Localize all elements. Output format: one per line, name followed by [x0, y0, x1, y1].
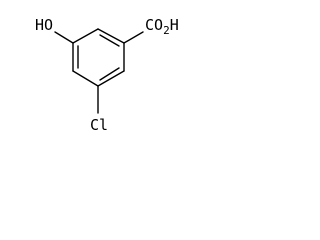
- carboxyl-h: H: [170, 16, 179, 34]
- ring-double-bond-top-right: [99, 34, 120, 47]
- carboxyl-subscript: 2: [163, 24, 170, 37]
- ring-double-bond-bottom-right: [99, 67, 120, 81]
- benzene-ring: [72, 28, 125, 87]
- hydroxyl-label: HO: [35, 16, 53, 34]
- carboxyl-bond: [123, 31, 144, 44]
- chloro-label: Cl: [90, 116, 108, 134]
- substituent-bonds: [54, 31, 144, 114]
- carboxyl-co: CO: [145, 16, 163, 34]
- atom-labels: HO CO2H Cl: [35, 16, 179, 134]
- hydroxyl-bond: [54, 31, 74, 44]
- ring-bond-top-left: [72, 28, 99, 44]
- carboxyl-label: CO2H: [145, 16, 179, 37]
- ring-bond-bottom-right: [97, 70, 125, 87]
- ring-bond-bottom-left: [72, 70, 99, 87]
- ring-bond-top-right: [97, 28, 125, 44]
- structure-diagram: HO CO2H Cl: [35, 16, 179, 134]
